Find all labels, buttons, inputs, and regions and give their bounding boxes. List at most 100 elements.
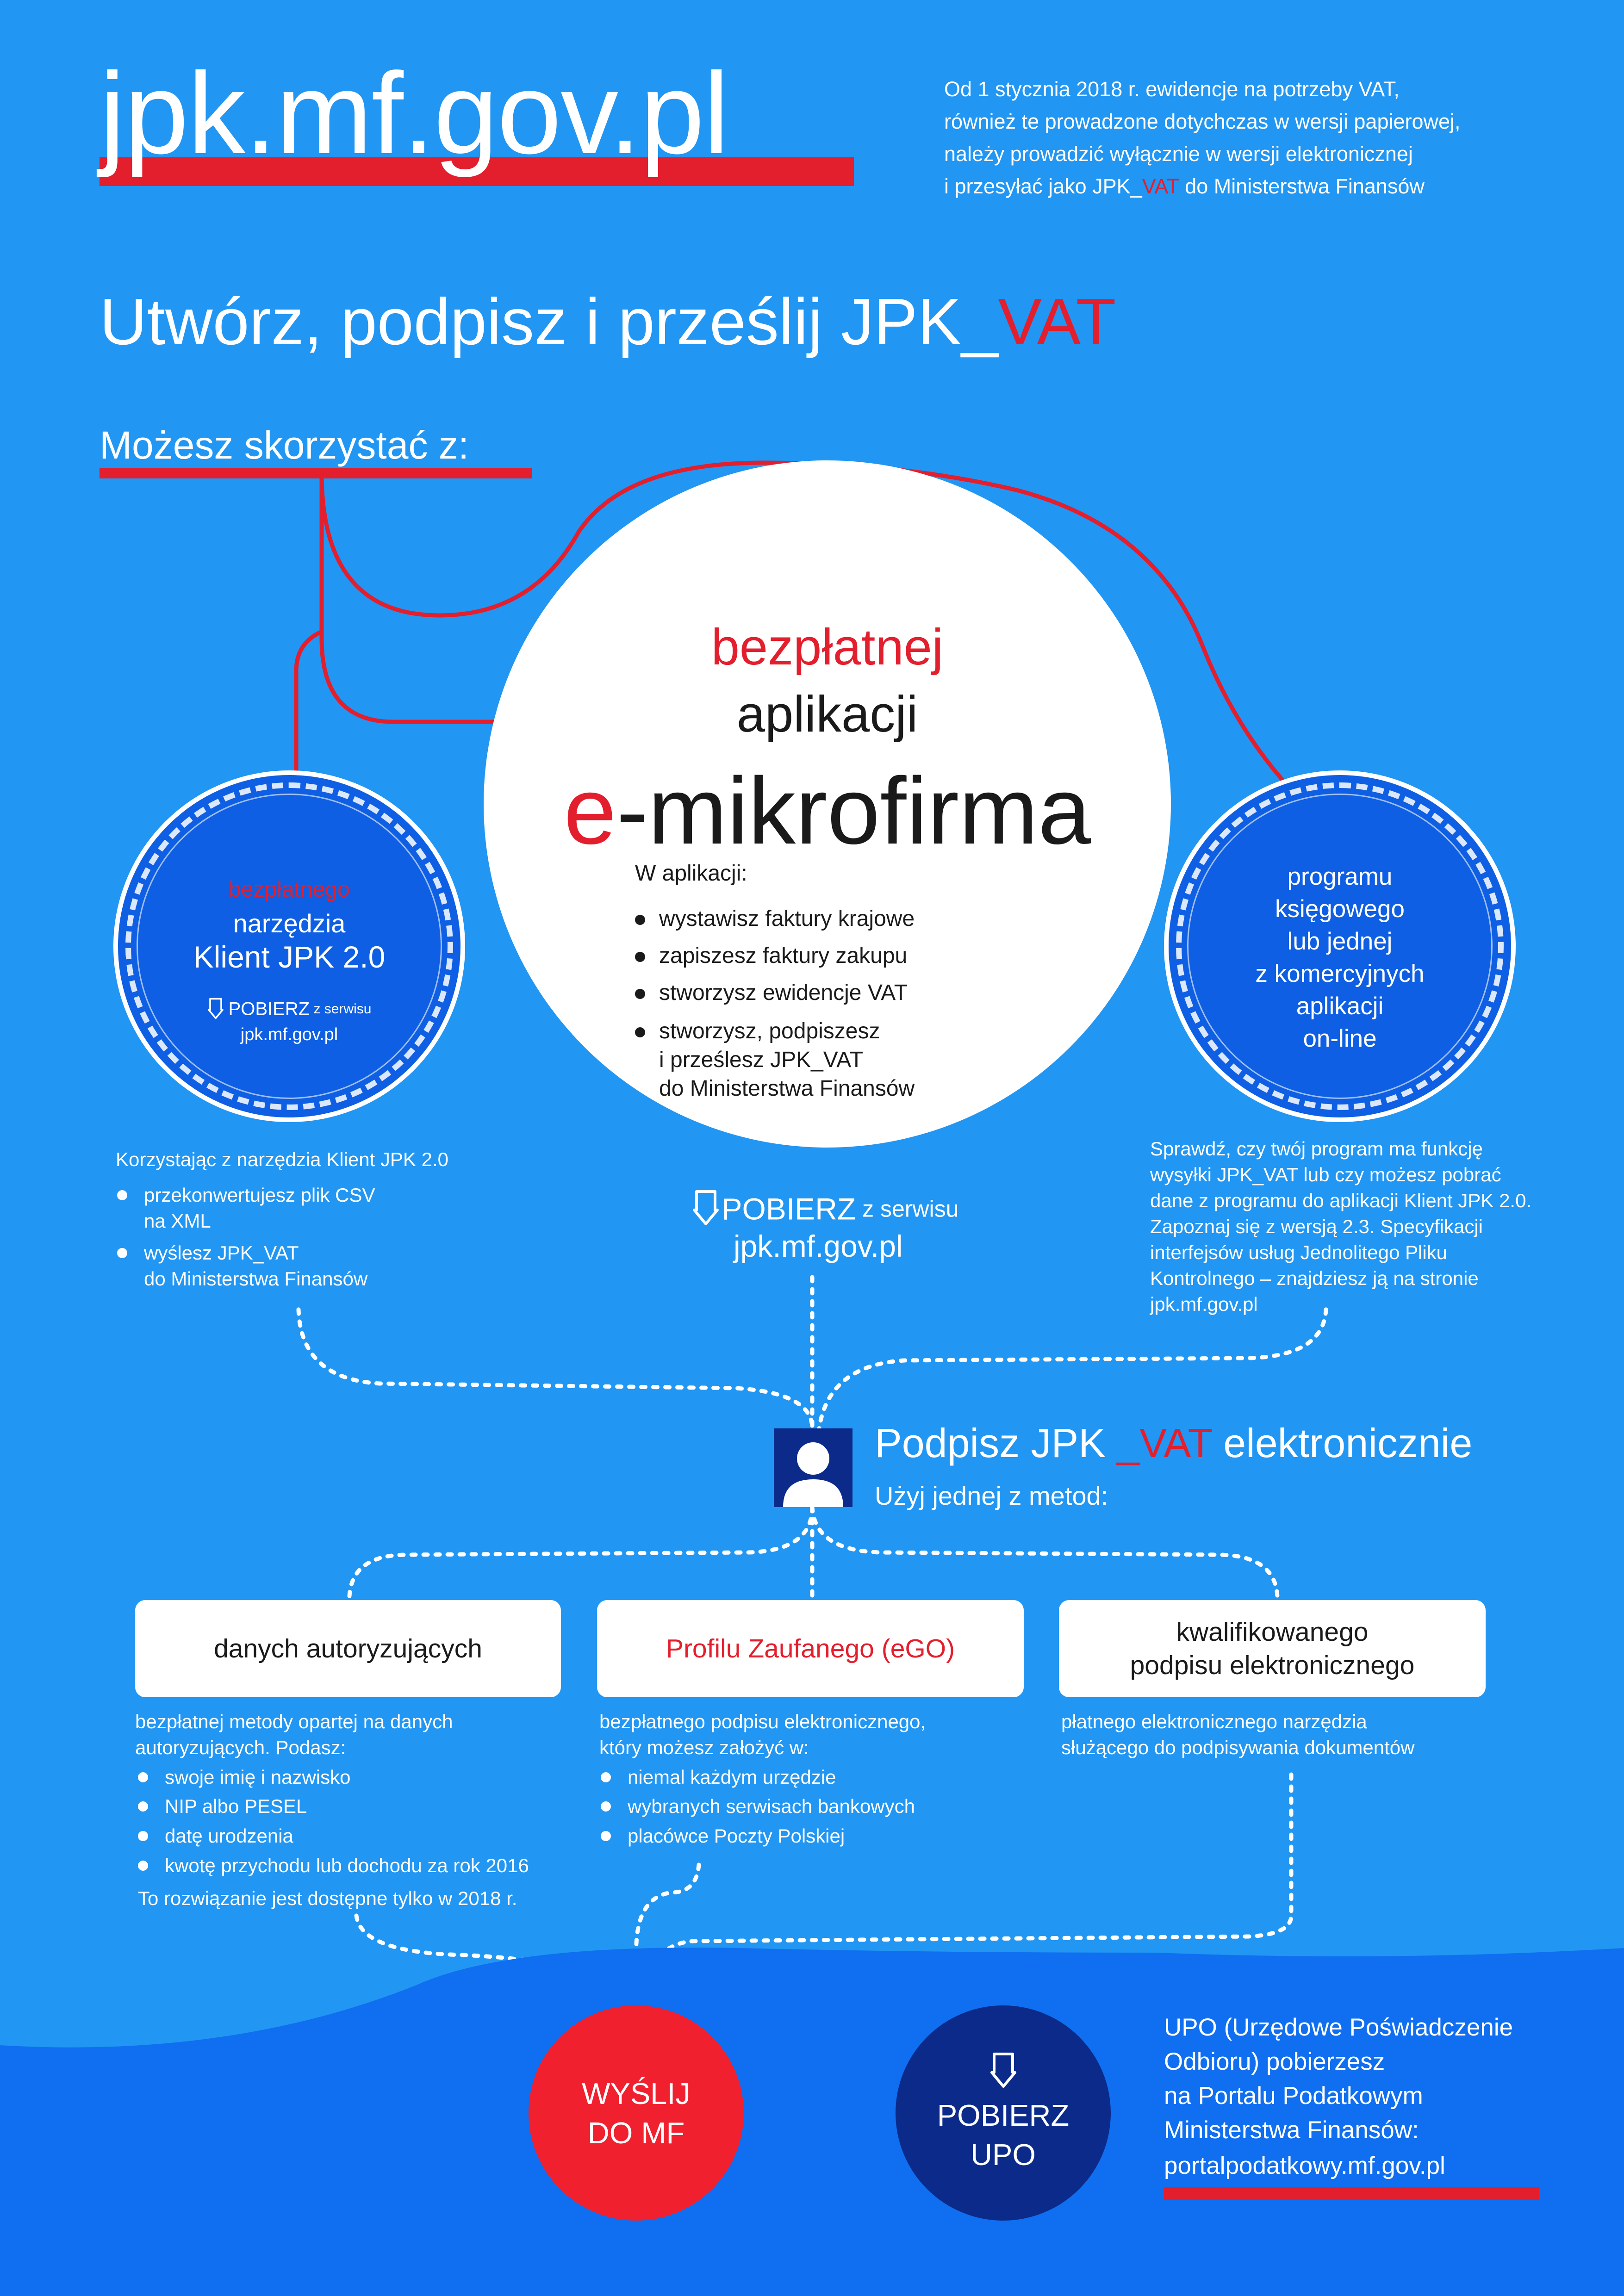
heading-text: Utwórz, podpisz i prześlij JPK_: [100, 285, 998, 359]
left-download-link[interactable]: POBIERZ z serwisu: [118, 997, 460, 1021]
upo-desc-line: na Portalu Podatkowym: [1164, 2082, 1423, 2110]
download-upo-button[interactable]: POBIERZ UPO: [896, 2005, 1111, 2221]
list-item: przekonwertujesz plik CSV na XML: [117, 1182, 375, 1234]
subheading-underline: [100, 468, 532, 478]
bullet-icon: [601, 1772, 611, 1782]
app-name-prefix: e: [564, 758, 617, 864]
send-label-line: DO MF: [587, 2116, 685, 2150]
person-icon: [783, 1442, 843, 1507]
right-desc-line: Zapoznaj się z wersją 2.3. Specyfikacji: [1150, 1216, 1483, 1237]
right-desc-line: Kontrolnego – znajdziesz ją na stronie: [1150, 1267, 1479, 1289]
list-item-label: stworzysz, podpiszesz i prześlesz JPK_VAT…: [659, 1017, 915, 1103]
list-item-line: do Ministerstwa Finansów: [144, 1268, 368, 1290]
list-item-line: stworzysz, podpiszesz: [659, 1019, 880, 1043]
right-desc-line: wysyłki JPK_VAT lub czy możesz pobrać: [1150, 1164, 1501, 1185]
list-item-label: wystawisz faktury krajowe: [659, 906, 915, 931]
method-authorization-data[interactable]: danych autoryzujących: [135, 1600, 561, 1697]
bullet-icon: [601, 1801, 611, 1812]
bullet-icon: [635, 952, 645, 962]
subheading: Możesz skorzystać z:: [100, 423, 469, 467]
send-label-line: WYŚLIJ: [582, 2076, 691, 2110]
download-suffix: z serwisu: [310, 1001, 372, 1017]
list-item-label: wybranych serwisach bankowych: [628, 1795, 915, 1817]
right-circle-line: lub jednej: [1287, 928, 1393, 955]
send-to-mf-button[interactable]: WYŚLIJ DO MF: [529, 2005, 744, 2221]
intro-line: Od 1 stycznia 2018 r. ewidencje na potrz…: [944, 77, 1400, 101]
ring-decoration: [137, 794, 442, 1099]
klient-jpk-circle: bezpłatnego narzędzia Klient JPK 2.0 POB…: [113, 770, 465, 1122]
center-free-label: bezpłatnej: [711, 619, 944, 676]
list-item-label: niemal każdym urzędzie: [628, 1766, 836, 1788]
download-site[interactable]: jpk.mf.gov.pl: [734, 1229, 903, 1263]
list-item: kwotę przychodu lub dochodu za rok 2016: [138, 1853, 529, 1879]
upo-label-line: UPO: [971, 2138, 1036, 2172]
app-name: e-mikrofirma: [484, 757, 1171, 866]
list-item: stworzysz, podpiszesz i prześlesz JPK_VAT…: [635, 1017, 915, 1103]
upo-label-line: POBIERZ: [937, 2098, 1070, 2132]
intro-line: również te prowadzone dotychczas w wersj…: [944, 110, 1461, 133]
list-item: wybranych serwisach bankowych: [601, 1793, 915, 1819]
right-circle-line: z komercyjnych: [1255, 960, 1425, 987]
desc-line: bezpłatnego podpisu elektronicznego,: [599, 1711, 926, 1732]
download-icon: [693, 1190, 719, 1225]
left-tool-label: narzędzia: [233, 909, 346, 938]
intro-line: i przesyłać jako JPK_VAT do Ministerstwa…: [944, 170, 1583, 203]
sign-heading: Podpisz JPK _VAT elektronicznie: [875, 1423, 1472, 1464]
heading-vat-highlight: VAT: [998, 285, 1116, 359]
list-item: placówce Poczty Polskiej: [601, 1823, 845, 1849]
right-description: Sprawdź, czy twój program ma funkcję wys…: [1150, 1136, 1594, 1317]
right-circle-line: aplikacji: [1296, 993, 1384, 1020]
download-suffix: z serwisu: [856, 1196, 959, 1222]
list-item-line: przekonwertujesz plik CSV: [144, 1184, 375, 1206]
center-app-label: aplikacji: [736, 686, 918, 743]
intro-text: Od 1 stycznia 2018 r. ewidencje na potrz…: [944, 73, 1583, 203]
e-mikrofirma-circle: [484, 460, 1171, 1148]
method-label-line: podpisu elektronicznego: [1130, 1651, 1415, 1680]
list-item-label: NIP albo PESEL: [165, 1795, 307, 1817]
desc-line: który możesz założyć w:: [599, 1737, 809, 1758]
right-circle-line: programu: [1287, 863, 1393, 890]
auth-description: bezpłatnej metody opartej na danych auto…: [135, 1709, 453, 1761]
bottom-wave: [0, 1948, 1624, 2296]
kwal-description: płatnego elektronicznego narzędzia służą…: [1061, 1709, 1415, 1761]
intro-vat-highlight: VAT: [1142, 174, 1179, 198]
download-link-emikrofirma[interactable]: POBIERZ z serwisu: [692, 1189, 958, 1229]
list-item-label: datę urodzenia: [165, 1825, 293, 1847]
bullet-icon: [138, 1772, 148, 1782]
list-item-label: placówce Poczty Polskiej: [628, 1825, 845, 1847]
list-item-label: kwotę przychodu lub dochodu za rok 2016: [165, 1855, 529, 1876]
bullet-icon: [138, 1861, 148, 1871]
bullet-icon: [635, 989, 645, 999]
right-desc-link[interactable]: jpk.mf.gov.pl: [1150, 1293, 1258, 1315]
right-desc-line: dane z programu do aplikacji Klient JPK …: [1150, 1190, 1532, 1211]
left-description: Korzystając z narzędzia Klient JPK 2.0: [116, 1148, 449, 1170]
list-item-label: zapiszesz faktury zakupu: [659, 943, 908, 968]
bullet-icon: [601, 1831, 611, 1841]
method-trusted-profile[interactable]: Profilu Zaufanego (eGO): [597, 1600, 1024, 1697]
ring-decoration: [1187, 794, 1493, 1099]
left-tool-name: Klient JPK 2.0: [193, 940, 386, 974]
bullet-icon: [138, 1801, 148, 1812]
upo-desc-line: Odbioru) pobierzesz: [1164, 2048, 1385, 2075]
upo-desc-line: UPO (Urzędowe Poświadczenie: [1164, 2014, 1513, 2041]
list-item: niemal każdym urzędzie: [601, 1764, 836, 1790]
desc-line: płatnego elektronicznego narzędzia: [1061, 1711, 1367, 1732]
left-download-site[interactable]: jpk.mf.gov.pl: [240, 1025, 338, 1044]
list-item: stworzysz ewidencje VAT: [635, 979, 908, 1007]
sign-subheading: Użyj jednej z metod:: [875, 1481, 1108, 1510]
auth-note: To rozwiązanie jest dostępne tylko w 201…: [138, 1887, 517, 1909]
list-item-line: i prześlesz JPK_VAT: [659, 1048, 864, 1072]
intro-line: należy prowadzić wyłącznie w wersji elek…: [944, 142, 1413, 166]
site-title: jpk.mf.gov.pl: [100, 49, 729, 178]
portal-link-underline: [1164, 2187, 1539, 2200]
main-heading: Utwórz, podpisz i prześlij JPK_VAT: [100, 289, 1116, 355]
list-item: swoje imię i nazwisko: [138, 1764, 350, 1790]
list-item-line: na XML: [144, 1210, 211, 1232]
left-free-label: bezpłatnego: [229, 877, 350, 902]
portal-link[interactable]: portalpodatkowy.mf.gov.pl: [1164, 2152, 1445, 2179]
list-item-line: wyślesz JPK_VAT: [144, 1242, 299, 1264]
upo-desc-line: Ministerstwa Finansów:: [1164, 2116, 1419, 2144]
